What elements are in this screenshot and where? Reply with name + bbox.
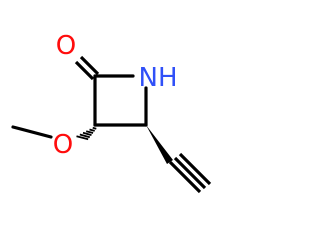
hash-line [92,126,97,130]
carbonyl-double-bond [74,55,100,81]
carbonyl-bond-line-2 [74,60,95,81]
hash-line [85,130,94,134]
structure-drawing: O NH O [11,31,212,194]
ethynyl-triple-bond [168,152,212,194]
methoxy-oxygen-label: O [53,130,73,160]
hash-line [89,128,95,132]
solid-wedge-bond [146,125,173,164]
triple-bond-line-1 [173,156,207,190]
hashed-wedge-bond [76,126,97,141]
hash-line [79,133,91,139]
hash-line [82,131,92,136]
carbonyl-bond-line-1 [79,55,100,76]
hash-line [76,135,89,141]
molecule-canvas: O NH O [11,31,212,194]
ring-nitrogen-label: NH [139,63,178,93]
carbonyl-oxygen-label: O [56,31,76,61]
bond-o-methyl [11,125,53,139]
triple-bond-line-2 [168,160,202,194]
triple-bond-line-3 [178,152,212,186]
lactam-ring [93,74,148,127]
